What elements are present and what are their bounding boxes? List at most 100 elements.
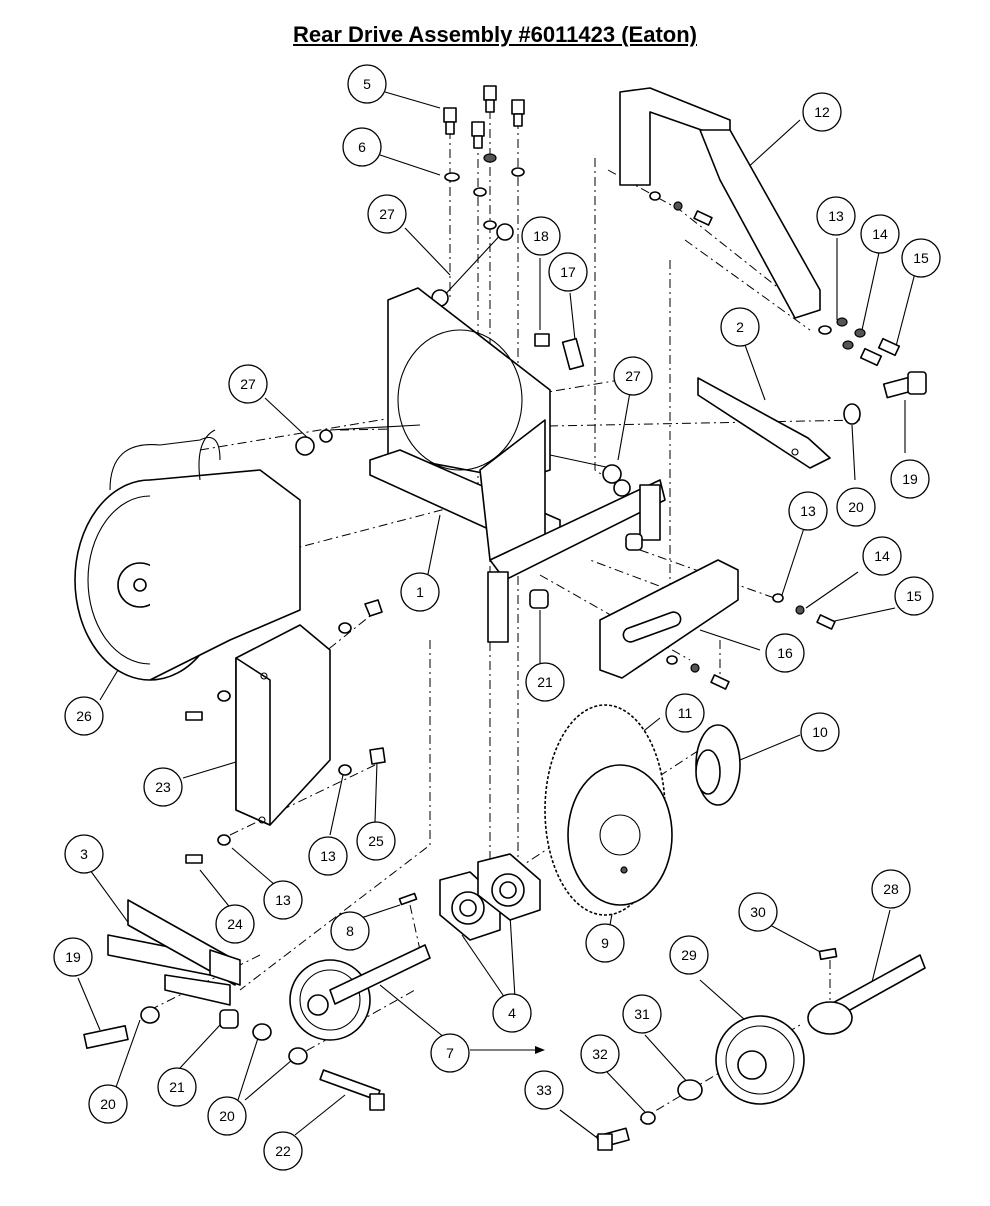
callout-circle [585,923,625,963]
callout-circle [356,821,396,861]
callout-label: 13 [800,503,816,519]
callout-circle [580,1034,620,1074]
callout-c28: 28 [871,869,911,909]
callout-c20b: 20 [88,1084,128,1124]
callout-circle [430,1033,470,1073]
callout-label: 16 [777,645,793,661]
callout-label: 33 [536,1082,552,1098]
callout-c29: 29 [669,935,709,975]
callout-circle [613,356,653,396]
callout-circle [347,64,387,104]
callout-label: 7 [446,1045,454,1061]
callout-c5: 5 [347,64,387,104]
callout-label: 10 [812,724,828,740]
bearings-4 [439,853,541,941]
callout-label: 2 [736,319,744,335]
callout-label: 1 [416,584,424,600]
callout-label: 13 [320,848,336,864]
callout-label: 17 [560,264,576,280]
callout-circle [342,127,382,167]
callout-label: 20 [848,499,864,515]
callout-label: 32 [592,1046,608,1062]
callout-c13a: 13 [816,196,856,236]
cover-23 [185,599,386,864]
callout-circle [738,892,778,932]
callout-circle [802,92,842,132]
callout-c18: 18 [521,216,561,256]
callout-label: 28 [883,881,899,897]
callout-circle [263,1131,303,1171]
callout-circle [622,994,662,1034]
callout-c19a: 19 [890,459,930,499]
misc-hardware-lower-left [83,1006,385,1111]
callout-label: 6 [358,139,366,155]
callout-label: 27 [625,368,641,384]
callout-circle [765,633,805,673]
callout-circle [816,196,856,236]
callout-circle [492,993,532,1033]
callout-label: 20 [100,1096,116,1112]
callout-circle [720,307,760,347]
callout-label: 18 [533,228,549,244]
callout-circle [400,572,440,612]
callout-c27b: 27 [228,364,268,404]
callout-c15b: 15 [894,576,934,616]
callout-c4: 4 [492,993,532,1033]
callout-label: 22 [275,1143,291,1159]
callout-circle [890,459,930,499]
callout-circle [836,487,876,527]
callout-label: 21 [169,1079,185,1095]
callout-c9: 9 [585,923,625,963]
callout-label: 13 [828,208,844,224]
callout-c17: 17 [548,252,588,292]
callout-c23: 23 [143,767,183,807]
callout-c3: 3 [64,834,104,874]
callout-circle [800,712,840,752]
callout-circle [53,937,93,977]
callout-circle [64,696,104,736]
callout-circle [228,364,268,404]
callout-circle [788,491,828,531]
bolt-19-washer-20 [843,371,927,425]
callout-circle [871,869,911,909]
callout-label: 8 [346,923,354,939]
callout-label: 19 [65,949,81,965]
callout-c21a: 21 [525,662,565,702]
motor-26 [74,429,301,681]
callout-c2: 2 [720,307,760,347]
callout-label: 26 [76,708,92,724]
callout-label: 31 [634,1006,650,1022]
callout-c1: 1 [400,572,440,612]
callout-label: 14 [872,226,888,242]
callout-c14a: 14 [860,214,900,254]
callout-c13d: 13 [263,880,303,920]
callout-label: 27 [240,376,256,392]
callout-c8: 8 [330,911,370,951]
callout-c20a: 20 [836,487,876,527]
callout-circle [860,214,900,254]
callout-circle [157,1067,197,1107]
callout-c11: 11 [665,693,705,733]
callout-label: 20 [219,1108,235,1124]
right-shaft-and-gear [596,947,926,1151]
callout-label: 30 [750,904,766,920]
callout-c13b: 13 [788,491,828,531]
callout-label: 27 [379,206,395,222]
linkage-rod-27 [431,223,514,307]
hub-10 [695,724,741,806]
callout-circle [521,216,561,256]
callout-c12: 12 [802,92,842,132]
callout-label: 5 [363,76,371,92]
callout-c19b: 19 [53,937,93,977]
bar-2 [697,377,831,469]
callout-c27a: 27 [367,194,407,234]
callout-label: 15 [913,250,929,266]
callout-c6: 6 [342,127,382,167]
callout-c31: 31 [622,994,662,1034]
main-bracket-1 [329,287,666,643]
callout-c10: 10 [800,712,840,752]
callout-label: 15 [906,588,922,604]
gear-and-shaft-7 [289,892,431,1041]
callout-c32: 32 [580,1034,620,1074]
